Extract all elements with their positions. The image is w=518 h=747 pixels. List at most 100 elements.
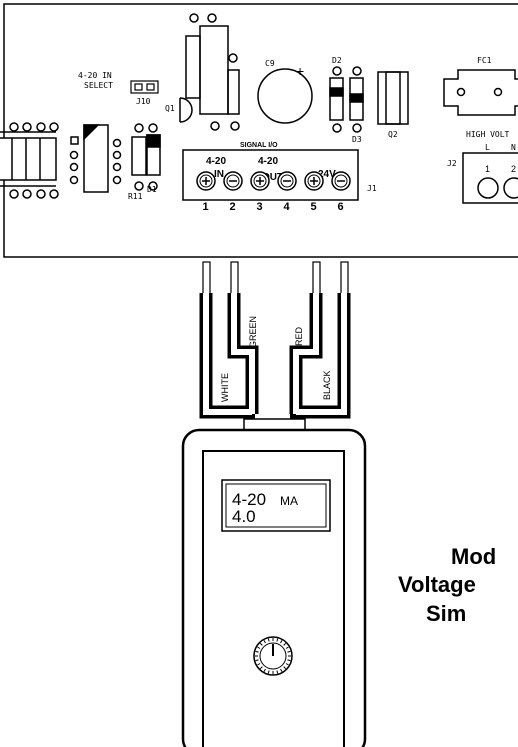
terminal-screw-5: 5 <box>304 171 324 213</box>
group-out-top: 4-20 <box>258 156 278 167</box>
select-label-line1: 4-20 IN <box>78 71 112 80</box>
wire-labels: WHITE GREEN RED BLACK <box>220 316 332 402</box>
terminal-screw-ring <box>280 174 294 188</box>
terminal-block-j1 <box>182 149 359 201</box>
knob-tick <box>257 646 261 649</box>
meter-display-inner <box>225 483 327 528</box>
knob-tick <box>267 670 270 674</box>
terminal-number-3: 3 <box>257 201 263 213</box>
group-in-bottom: IN <box>214 169 224 180</box>
terminal-number-1: 1 <box>203 201 209 213</box>
wire-label-black: BLACK <box>322 370 332 400</box>
readout-line1-value: 4-20 <box>232 490 266 509</box>
wire-tip-2 <box>230 261 239 295</box>
knob-tick <box>280 640 283 644</box>
group-power: 24V <box>318 169 336 180</box>
terminal-screw-6: 6 <box>331 171 351 213</box>
ic-chip <box>69 124 122 193</box>
label-d3: D3 <box>352 135 362 144</box>
board-labels: 4-20 IN SELECT J10 Q1 C9 + D2 D3 Q2 FC1 … <box>78 56 516 201</box>
terminal-screw-4: 4 <box>277 171 297 213</box>
terminal-block-title: SIGNAL I/O <box>240 142 278 149</box>
terminal-screw-1: 1 <box>196 171 216 213</box>
caption-line1: Mod <box>451 544 497 569</box>
circuit-board <box>0 3 518 258</box>
wire-harness <box>199 261 351 438</box>
label-d2: D2 <box>332 56 342 65</box>
diodes-d2-d3 <box>329 66 364 133</box>
label-hv-term-1: 1 <box>485 164 490 174</box>
knob-tick <box>285 646 289 649</box>
terminal-number-4: 4 <box>284 201 291 213</box>
knob-tick <box>287 659 291 662</box>
wire-label-white: WHITE <box>220 373 230 402</box>
terminal-number-6: 6 <box>338 201 344 213</box>
group-out-bottom: OUT <box>262 172 283 183</box>
resistor-array-left <box>0 122 59 199</box>
label-q1: Q1 <box>165 104 175 113</box>
board-outline <box>3 3 518 258</box>
knob-tick <box>263 640 266 644</box>
readout-line1-unit: MA <box>280 494 298 508</box>
knob-tick <box>283 666 287 670</box>
knob-tick <box>259 666 263 670</box>
relay-q1 <box>179 13 240 131</box>
knob-tick <box>287 650 291 653</box>
label-j1: J1 <box>367 184 377 193</box>
wire-tip-1 <box>202 261 211 295</box>
knob-tick <box>283 642 287 646</box>
knob-tick <box>267 638 270 642</box>
terminal-number-5: 5 <box>311 201 317 213</box>
wire-tip-5 <box>312 261 321 295</box>
group-in-top: 4-20 <box>206 156 226 167</box>
meter-body <box>181 428 367 747</box>
meter-knob-inner <box>259 642 287 670</box>
caption-line3: Sim <box>426 601 467 626</box>
terminal-screws: 1 2 3 4 5 6 <box>196 171 351 213</box>
terminal-screw-2: 2 <box>223 171 243 213</box>
label-q2: Q2 <box>388 130 398 139</box>
label-c9: C9 <box>265 59 275 68</box>
readout-line2: 4.0 <box>232 507 256 526</box>
label-plus: + <box>296 63 304 79</box>
label-j10: J10 <box>136 97 151 106</box>
label-r11: R11 <box>128 192 143 201</box>
meter-knob-outer <box>253 636 293 676</box>
knob-tick <box>280 668 283 672</box>
terminal-screw-ring <box>226 174 240 188</box>
knob-tick <box>276 670 279 674</box>
caption-line2: Voltage <box>398 572 476 597</box>
knob-tick <box>259 642 263 646</box>
terminal-number-2: 2 <box>230 201 236 213</box>
meter-display-outer <box>221 479 331 532</box>
label-hv-term-2: 2 <box>511 164 516 174</box>
capacitor-c9 <box>257 68 313 124</box>
wire-label-red: RED <box>294 326 304 346</box>
select-label-line2: SELECT <box>84 81 113 90</box>
wire-tip-6 <box>340 261 349 295</box>
component-q2 <box>377 71 409 125</box>
simulator-meter <box>181 428 367 747</box>
knob-tick <box>263 668 266 672</box>
knob-tick <box>257 663 261 666</box>
knob-tick <box>255 659 259 662</box>
j10-jumper <box>130 80 159 94</box>
label-hv-l: L <box>485 143 490 152</box>
knob-tick <box>285 663 289 666</box>
label-hv-n: N <box>511 143 516 152</box>
meter-knob-ticks <box>255 638 291 674</box>
terminal-screw-ring <box>253 174 267 188</box>
high-voltage-terminal-j2 <box>462 152 518 204</box>
r11-d1-components <box>131 123 161 191</box>
meter-readout: 4-20 MA 4.0 <box>232 490 298 526</box>
wire-label-green: GREEN <box>248 316 258 348</box>
fuse-clip-fc1 <box>443 69 518 116</box>
terminal-screw-ring <box>199 174 213 188</box>
meter-faceplate <box>202 450 345 747</box>
terminal-block-labels: SIGNAL I/O 4-20 IN 4-20 OUT 24V <box>206 142 336 183</box>
terminal-screw-ring <box>307 174 321 188</box>
terminal-screw-3: 3 <box>250 171 270 213</box>
label-d1: D1 <box>147 185 157 194</box>
label-fc1: FC1 <box>477 56 492 65</box>
